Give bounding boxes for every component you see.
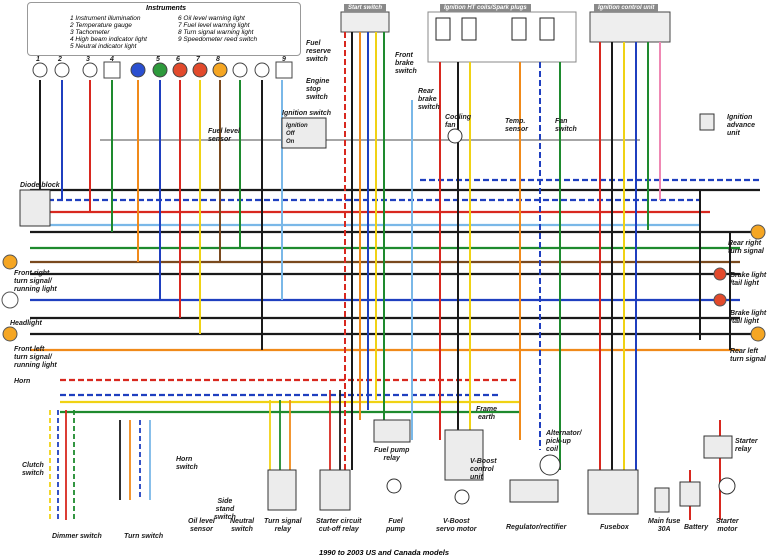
fuel-level-label: Fuel level sensor (208, 128, 240, 143)
legend-item-2: 2 Temperature gauge (70, 22, 132, 29)
diode-block-label: Diode block (20, 182, 60, 189)
frame-earth-label: Frame earth (476, 406, 498, 421)
battery-label: Battery (684, 524, 709, 531)
fuel-reserve-label: Fuel reserve switch (306, 40, 331, 63)
legend-item-5: 5 Neutral indicator light (70, 43, 137, 50)
ignition-coils-box (427, 11, 577, 63)
lights (1, 224, 766, 342)
fusebox-label: Fusebox (600, 524, 629, 531)
legend-item-9: 9 Speedometer reed switch (178, 36, 258, 43)
bulb-number: 8 (216, 56, 220, 63)
neutral-switch-label: Neutral switch (230, 518, 255, 533)
bulb-number: 9 (282, 56, 286, 63)
instrument-bulbs (32, 61, 293, 79)
rear-right-label: Rear right turn signal (728, 240, 764, 255)
vboost-servo-label: V-Boost servo motor (436, 518, 477, 533)
horizontal-buses (30, 139, 760, 414)
bulb-number: 6 (176, 56, 180, 63)
clutch-switch-label: Clutch switch (22, 462, 44, 477)
legend-item-8: 8 Turn signal warning light (178, 29, 254, 36)
start-switch-box (340, 11, 390, 33)
component-boxes (19, 113, 733, 515)
fuel-pump-label: Fuel pump (386, 518, 406, 533)
bulb-number: 5 (156, 56, 160, 63)
main-fuse-label: Main fuse 30A (648, 518, 681, 533)
legend-item-1: 1 Instrument illumination (70, 15, 141, 22)
brake-light-2-label: Brake light /tail light (730, 310, 767, 325)
bulb-number: 4 (110, 56, 114, 63)
bulb-number: 3 (86, 56, 90, 63)
instruments-legend: Instruments 1 Instrument illumination 2 … (27, 2, 301, 56)
headlight-label: Headlight (10, 320, 42, 327)
brake-light-1-label: Brake light /tail light (730, 272, 767, 287)
instruments-title: Instruments (146, 5, 187, 12)
starter-cutoff-label: Starter circuit cut-off relay (316, 518, 362, 533)
oil-level-label: Oil level sensor (188, 518, 215, 533)
rear-brake-label: Rear brake switch (418, 88, 440, 111)
horn-switch-label: Horn switch (176, 456, 198, 471)
vboost-control-label: V-Boost control unit (470, 458, 497, 481)
ignition-coils-title: Ignition HT coils/Spark plugs (440, 4, 531, 12)
side-stand-label: Side stand switch (214, 498, 236, 521)
front-right-label: Front right turn signal/ running light (14, 270, 57, 293)
ignition-control-box (589, 11, 671, 43)
starter-relay-label: Starter relay (735, 438, 758, 453)
ignition-advance-label: Ignition advance unit (727, 114, 756, 137)
turn-signal-relay-label: Turn signal relay (264, 518, 302, 533)
ignition-row: On (286, 139, 295, 145)
ignition-row: Off (286, 131, 295, 137)
alternator-label: Alternator/ pick-up coil (546, 430, 582, 453)
ignition-control-title: Ignition control unit (594, 4, 659, 12)
vertical-wires (39, 32, 731, 520)
ignition-row: Ignition (286, 123, 308, 129)
fan-switch-label: Fan switch (555, 118, 577, 133)
legend-item-4: 4 High beam indicator light (70, 36, 147, 43)
regulator-label: Regulator/rectifier (506, 524, 567, 531)
coil-icons (435, 17, 555, 41)
dimmer-switch-label: Dimmer switch (52, 533, 102, 540)
bulb-number: 1 (36, 56, 40, 63)
bulb-number: 2 (58, 56, 62, 63)
legend-item-7: 7 Fuel level warning light (178, 22, 250, 29)
legend-item-3: 3 Tachometer (70, 29, 110, 36)
fuel-pump-relay-label: Fuel pump relay (374, 447, 410, 462)
bulb-number: 7 (196, 56, 200, 63)
cooling-fan-label: Cooling fan (445, 114, 472, 129)
legend-item-6: 6 Oil level warning light (178, 15, 245, 22)
front-brake-label: Front brake switch (395, 52, 417, 75)
front-left-label: Front left turn signal/ running light (14, 346, 57, 369)
rear-left-label: Rear left turn signal (730, 348, 766, 363)
temp-sensor-label: Temp. sensor (505, 118, 528, 133)
diagram-footer: 1990 to 2003 US and Canada models (318, 548, 450, 557)
horn-label: Horn (14, 378, 31, 385)
motors (386, 128, 736, 505)
ignition-switch-label: Ignition switch (282, 110, 331, 117)
start-switch-title: Start switch (344, 4, 387, 12)
engine-stop-label: Engine stop switch (306, 78, 330, 101)
turn-switch-label: Turn switch (124, 533, 164, 540)
starter-motor-label: Starter motor (716, 518, 739, 533)
